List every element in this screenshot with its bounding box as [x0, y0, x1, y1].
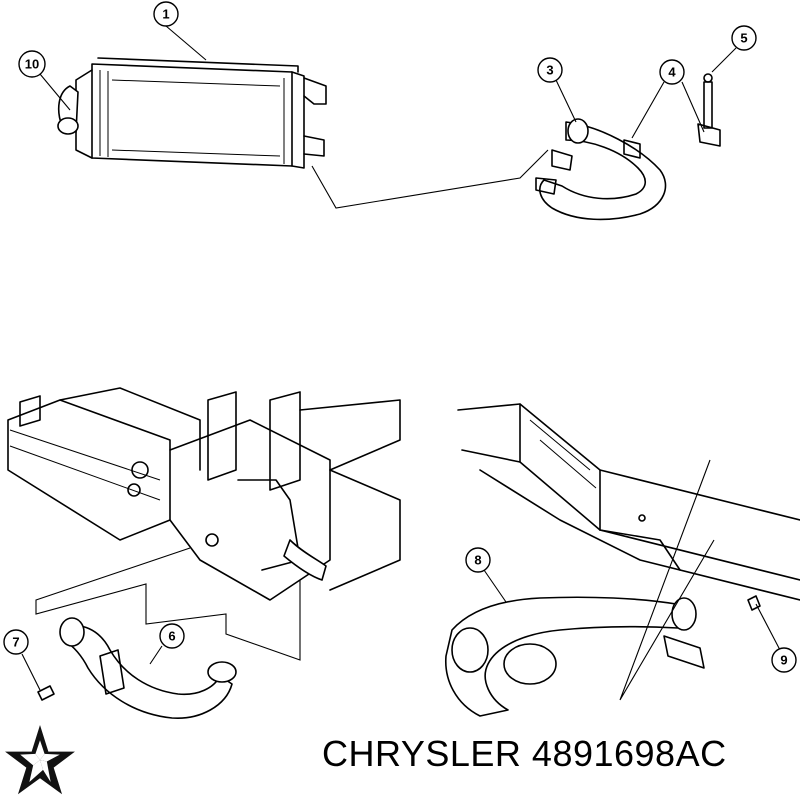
brand-name: CHRYSLER	[322, 733, 522, 774]
callout-9: 9	[771, 647, 797, 673]
callout-4-label: 4	[668, 65, 676, 80]
callout-5-label: 5	[740, 31, 747, 46]
frame-rail-right	[457, 403, 800, 601]
lower-hose-right	[445, 595, 761, 717]
callout-1-label: 1	[162, 7, 169, 22]
callout-7: 7	[3, 629, 29, 655]
callout-4: 4	[659, 59, 685, 85]
callout-leaders	[21, 25, 781, 691]
callout-5: 5	[731, 25, 757, 51]
lower-hose-left	[37, 617, 237, 719]
callout-10: 10	[18, 50, 46, 78]
pentastar-logo-icon	[5, 725, 75, 795]
upper-hose-assembly	[535, 73, 721, 221]
callout-8-label: 8	[474, 553, 481, 568]
callout-10-label: 10	[25, 57, 39, 72]
front-frame-left	[7, 387, 401, 601]
intercooler-assembly	[57, 57, 327, 169]
callout-3: 3	[537, 57, 563, 83]
connector-line-bottom-right	[619, 459, 715, 701]
connector-line-bottom-left	[35, 547, 301, 661]
connector-line-top	[311, 149, 549, 209]
callout-3-label: 3	[546, 63, 553, 78]
callout-8: 8	[465, 547, 491, 573]
part-caption: CHRYSLER 4891698AC	[322, 736, 727, 772]
part-number: 4891698AC	[531, 733, 727, 774]
callout-6: 6	[159, 623, 185, 649]
callout-7-label: 7	[12, 635, 19, 650]
callout-9-label: 9	[780, 653, 787, 668]
callout-6-label: 6	[168, 629, 175, 644]
callout-1: 1	[153, 1, 179, 27]
